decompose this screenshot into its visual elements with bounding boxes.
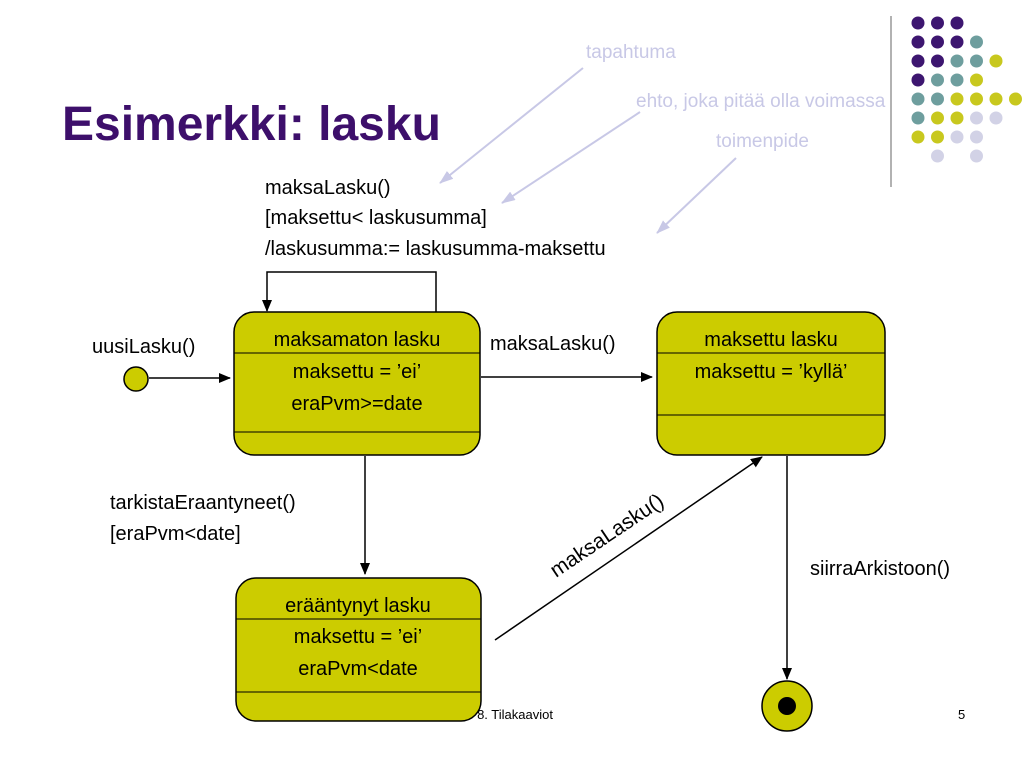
self-transition-event: maksaLasku() bbox=[265, 177, 391, 199]
decorative-dot bbox=[911, 130, 925, 144]
decorative-dot bbox=[950, 92, 964, 106]
state-unpaid-name: maksamaton lasku bbox=[274, 329, 441, 351]
decorative-dot bbox=[931, 149, 944, 163]
decorative-dot bbox=[1009, 92, 1022, 106]
self-transition-arrow bbox=[262, 271, 437, 312]
state-overdue-invoice: erääntynyt lasku maksettu = ’ei’ eraPvm<… bbox=[235, 577, 482, 722]
annotation-arrow-guard bbox=[501, 111, 641, 204]
transition-archive-label: siirraArkistoon() bbox=[810, 558, 950, 580]
decorative-dot bbox=[911, 73, 925, 87]
decorative-dot bbox=[911, 92, 925, 106]
decorative-dot bbox=[911, 35, 925, 49]
decorative-dot bbox=[970, 73, 983, 87]
decorative-dot bbox=[950, 35, 964, 49]
state-paid-invoice: maksettu lasku maksettu = ’kyllä’ bbox=[656, 311, 886, 456]
annotation-action: toimenpide bbox=[716, 131, 809, 152]
decorative-dot bbox=[970, 111, 983, 125]
decorative-dot bbox=[931, 111, 944, 125]
footer-chapter: 8. Tilakaaviot bbox=[477, 707, 553, 722]
state-unpaid-attr-duedate: eraPvm>=date bbox=[291, 393, 422, 415]
initial-state bbox=[123, 366, 149, 392]
decorative-dot bbox=[950, 111, 964, 125]
final-state bbox=[761, 680, 813, 732]
decorative-dot bbox=[950, 130, 964, 144]
decorative-dot bbox=[970, 149, 983, 163]
self-transition-guard: [maksettu< laskusumma] bbox=[265, 207, 487, 229]
decorative-dot bbox=[989, 92, 1003, 106]
state-paid-attr-paid: maksettu = ’kyllä’ bbox=[695, 361, 848, 383]
annotation-event: tapahtuma bbox=[586, 42, 676, 63]
decorative-dot bbox=[989, 111, 1003, 125]
state-unpaid-invoice: maksamaton lasku maksettu = ’ei’ eraPvm>… bbox=[233, 311, 481, 456]
decorative-dot bbox=[911, 16, 925, 30]
decorative-dot bbox=[931, 54, 944, 68]
page-title: Esimerkki: lasku bbox=[62, 98, 441, 151]
decorative-dot bbox=[931, 130, 944, 144]
decorative-dot bbox=[970, 54, 983, 68]
decorative-dot bbox=[970, 130, 983, 144]
self-transition-action: /laskusumma:= laskusumma-maksettu bbox=[265, 238, 606, 260]
decorative-dot bbox=[950, 16, 964, 30]
transition-check-guard: [eraPvm<date] bbox=[110, 523, 241, 545]
initial-transition-label: uusiLasku() bbox=[92, 336, 195, 358]
annotation-arrow-event bbox=[439, 67, 584, 184]
decorative-dot bbox=[911, 111, 925, 125]
decorative-dot bbox=[950, 73, 964, 87]
decorative-dot bbox=[931, 35, 944, 49]
transition-pay-overdue-arrow bbox=[494, 456, 763, 641]
state-overdue-name: erääntynyt lasku bbox=[285, 595, 431, 617]
decorative-dot bbox=[911, 54, 925, 68]
decorative-dot bbox=[931, 16, 944, 30]
state-paid-name: maksettu lasku bbox=[704, 329, 837, 351]
state-unpaid-attr-paid: maksettu = ’ei’ bbox=[293, 361, 421, 383]
footer-page-number: 5 bbox=[958, 707, 965, 722]
transition-pay-label: maksaLasku() bbox=[490, 333, 616, 355]
annotation-guard: ehto, joka pitää olla voimassa bbox=[636, 91, 886, 112]
annotation-arrow-action bbox=[656, 157, 737, 234]
state-overdue-attr-paid: maksettu = ’ei’ bbox=[294, 626, 422, 648]
decorative-dot bbox=[931, 73, 944, 87]
transition-check-event: tarkistaEraantyneet() bbox=[110, 492, 296, 514]
decorative-dot bbox=[970, 92, 983, 106]
decorative-dot bbox=[950, 54, 964, 68]
transition-pay-overdue-label: maksaLasku() bbox=[546, 489, 668, 582]
decorative-dot bbox=[970, 35, 983, 49]
state-overdue-attr-duedate: eraPvm<date bbox=[298, 658, 418, 680]
decorative-dot bbox=[931, 92, 944, 106]
decorative-dot-grid bbox=[911, 16, 1022, 163]
decorative-dot bbox=[989, 54, 1003, 68]
